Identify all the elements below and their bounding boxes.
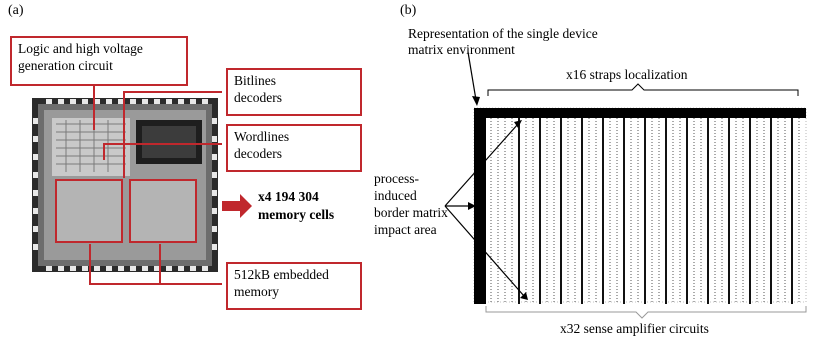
callout-wordlines: Wordlines decoders (226, 124, 362, 172)
representation-arrow (467, 51, 480, 106)
border-arrows (444, 123, 525, 297)
sense-amp-label: x32 sense amplifier circuits (560, 321, 709, 336)
callout-wordlines-text: Wordlines decoders (234, 129, 290, 161)
logic-area (52, 118, 130, 176)
callout-bitlines: Bitlines decoders (226, 68, 362, 116)
callout-logic-text: Logic and high voltage generation circui… (18, 41, 143, 73)
red-arrow (222, 194, 252, 218)
panel-b-label: (b) (400, 3, 417, 18)
memory-array-right (129, 179, 197, 243)
memory-cells-label: x4 194 304 memory cells (258, 189, 335, 222)
straps-bracket (487, 83, 799, 96)
callout-logic: Logic and high voltage generation circui… (10, 36, 188, 86)
matrix (473, 107, 807, 304)
callout-memory-text: 512kB embedded memory (234, 267, 329, 299)
border-impact-label: process-induced border matrix impact are… (374, 171, 448, 237)
chip-pads (33, 99, 217, 271)
callout-connectors (89, 86, 222, 285)
sense-bracket (485, 306, 807, 319)
panel-a-label: (a) (8, 3, 24, 18)
callout-memory: 512kB embedded memory (226, 262, 362, 310)
callout-bitlines-text: Bitlines decoders (234, 73, 282, 105)
representation-label: Representation of the single device matr… (408, 26, 598, 57)
straps-label: x16 straps localization (566, 67, 688, 82)
memory-array-left (55, 179, 123, 243)
